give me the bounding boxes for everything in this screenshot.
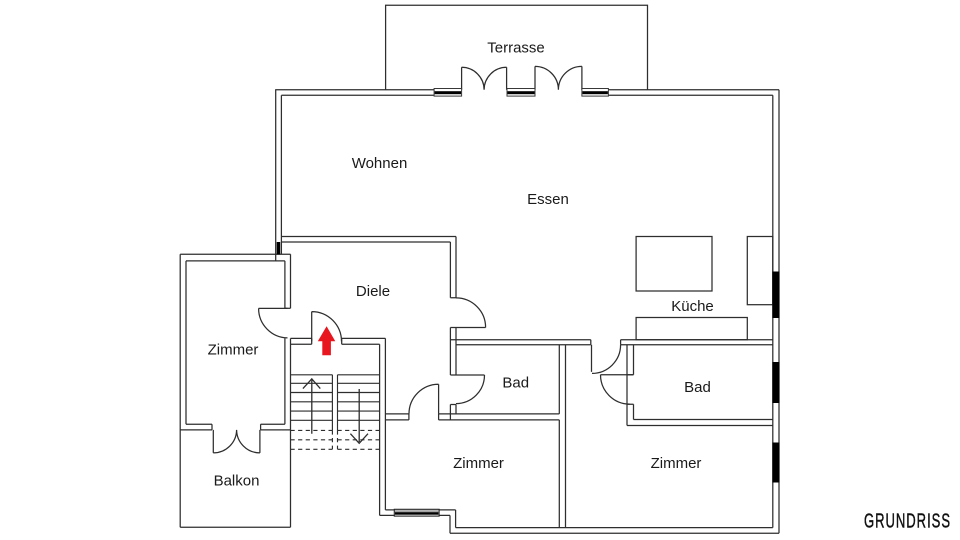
svg-text:GRUNDRISS: GRUNDRISS — [864, 510, 951, 533]
svg-text:Diele: Diele — [356, 283, 390, 300]
svg-text:Essen: Essen — [527, 191, 569, 208]
svg-text:Balkon: Balkon — [214, 473, 260, 490]
svg-text:Terrasse: Terrasse — [487, 40, 545, 57]
svg-text:Zimmer: Zimmer — [453, 455, 504, 472]
svg-text:Zimmer: Zimmer — [651, 455, 702, 472]
svg-text:Küche: Küche — [671, 298, 714, 315]
svg-text:Bad: Bad — [684, 379, 711, 396]
svg-text:Zimmer: Zimmer — [208, 342, 259, 359]
svg-text:Bad: Bad — [502, 375, 529, 392]
svg-text:Wohnen: Wohnen — [352, 155, 408, 172]
